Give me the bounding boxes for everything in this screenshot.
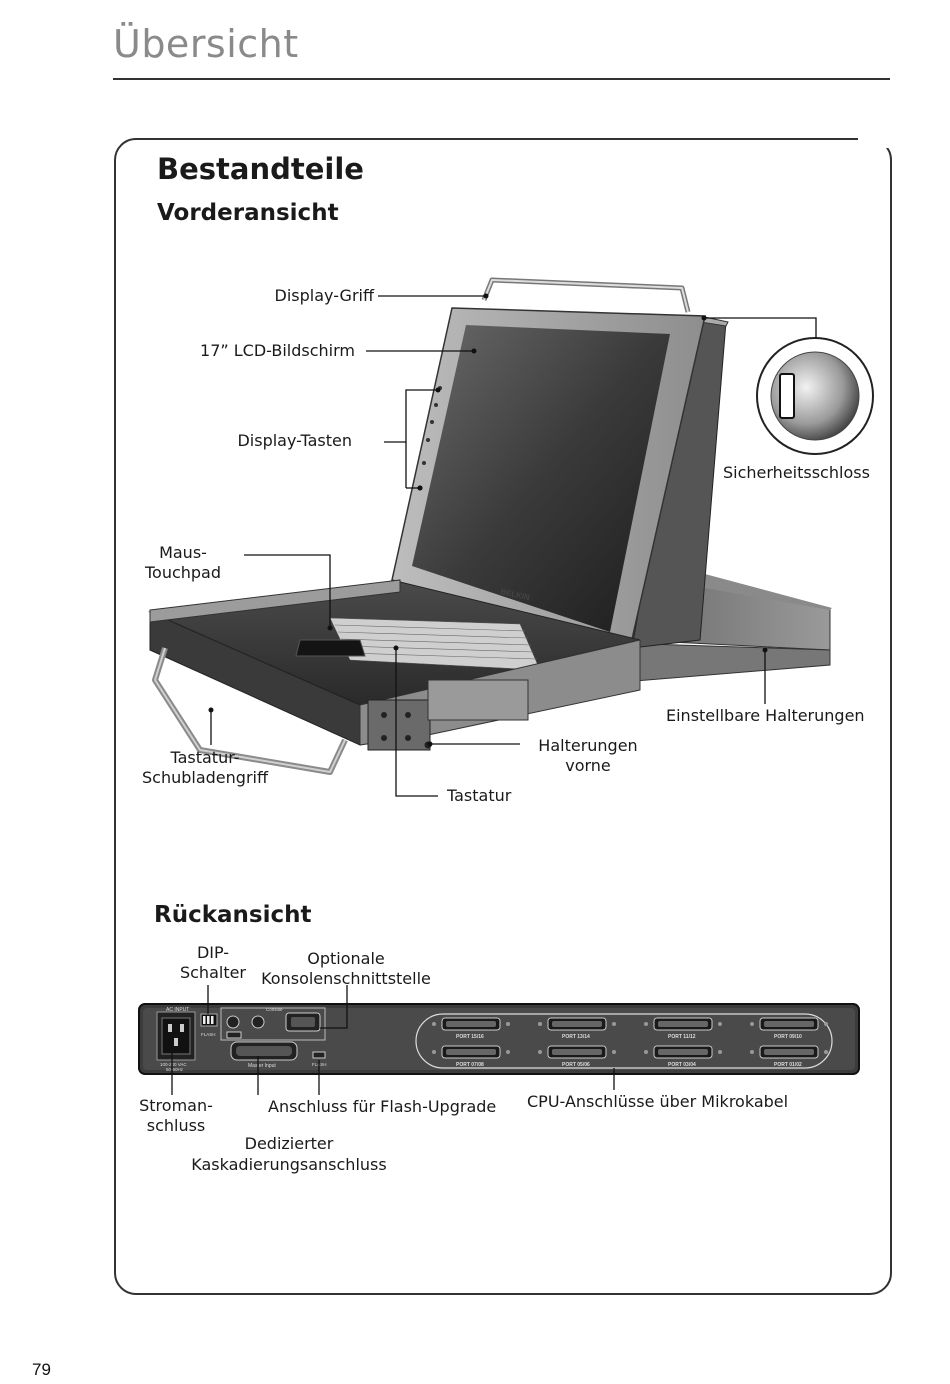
cpu-port-pins — [552, 1021, 602, 1027]
svg-text:Master Input: Master Input — [248, 1063, 276, 1069]
cpu-port-label: PORT 03/04 — [668, 1062, 696, 1068]
cpu-port-pins — [764, 1021, 814, 1027]
cpu-port-screw — [538, 1022, 542, 1026]
cpu-port-label: PORT 01/02 — [774, 1062, 802, 1068]
cpu-port-screw — [644, 1022, 648, 1026]
label-dip-line2: Schalter — [179, 963, 247, 982]
label-console-line1: Optionale — [307, 949, 385, 968]
label-cpu-ports: CPU-Anschlüsse über Mikrokabel — [527, 1092, 789, 1111]
cpu-port-screw — [538, 1050, 542, 1054]
ps2-port-mouse — [251, 1015, 265, 1029]
label-flash-upgrade: Anschluss für Flash-Upgrade — [268, 1097, 497, 1116]
cpu-port-screw — [750, 1022, 754, 1026]
cpu-port-screw — [612, 1022, 616, 1026]
cpu-port-label: PORT 07/08 — [456, 1062, 484, 1068]
cpu-port-screw — [824, 1022, 828, 1026]
ps2-port-keyboard — [226, 1015, 240, 1029]
svg-text:Console: Console — [266, 1007, 283, 1012]
cpu-port-screw — [750, 1050, 754, 1054]
cpu-port-pins — [552, 1049, 602, 1055]
flash-port — [312, 1051, 326, 1059]
label-cascade-line2: Kaskadierungsanschluss — [191, 1155, 387, 1174]
label-touchpad-line2: Touchpad — [144, 563, 222, 582]
label-front-brackets-line2: vorne — [565, 756, 611, 775]
label-power-line2: schluss — [146, 1116, 206, 1135]
cpu-port-screw — [612, 1050, 616, 1054]
front-view-title: Vorderansicht — [157, 200, 339, 226]
cpu-port-pins — [446, 1049, 496, 1055]
label-power-line1: Stroman- — [139, 1096, 213, 1115]
cpu-port-screw — [718, 1022, 722, 1026]
title-divider — [113, 78, 890, 80]
cpu-port-label: PORT 11/12 — [668, 1034, 696, 1040]
label-drawer-handle-line2: Schubladengriff — [142, 768, 268, 787]
lcd-screen — [412, 325, 670, 632]
svg-text:50-60Hz: 50-60Hz — [166, 1067, 184, 1072]
cpu-port-screw — [432, 1022, 436, 1026]
cpu-port-screw — [506, 1022, 510, 1026]
label-security-lock: Sicherheitsschloss — [723, 463, 870, 482]
cpu-port-label: PORT 09/10 — [774, 1034, 802, 1040]
touchpad — [295, 639, 366, 657]
page-title: Übersicht — [113, 22, 299, 66]
rear-panel-illustration: AC INPUT 100-240 VAC 50-60Hz FLASH Conso… — [138, 985, 860, 1095]
cpu-port-pins — [658, 1049, 708, 1055]
cpu-port-group — [415, 1013, 833, 1069]
cpu-port-pins — [764, 1049, 814, 1055]
components-panel — [114, 138, 892, 1295]
label-touchpad-line1: Maus- — [159, 543, 207, 562]
label-console-line2: Konsolenschnittstelle — [261, 969, 431, 988]
cpu-port-pins — [658, 1021, 708, 1027]
label-display-handle: Display-Griff — [274, 286, 375, 305]
section-title: Bestandteile — [157, 152, 364, 186]
panel-border-gap — [858, 132, 898, 148]
cpu-port-screw — [432, 1050, 436, 1054]
cpu-port-screw — [506, 1050, 510, 1054]
cpu-port-pins — [446, 1021, 496, 1027]
cpu-port-screw — [644, 1050, 648, 1054]
cpu-port-screw — [824, 1050, 828, 1054]
cpu-port-label: PORT 15/16 — [456, 1034, 484, 1040]
cpu-port-label: PORT 13/14 — [562, 1034, 590, 1040]
cpu-port-screw — [718, 1050, 722, 1054]
label-lcd-screen: 17” LCD-Bildschirm — [200, 341, 355, 360]
svg-text:AC INPUT: AC INPUT — [166, 1007, 189, 1013]
keyboard-key-grid — [334, 624, 538, 660]
front-view-illustration: BELKIN — [148, 277, 874, 797]
svg-text:100-240 VAC: 100-240 VAC — [160, 1062, 187, 1067]
console-port-group — [220, 1007, 326, 1041]
label-front-brackets-line1: Halterungen — [538, 736, 638, 755]
label-adjustable-brackets: Einstellbare Halterungen — [666, 706, 865, 725]
label-keyboard: Tastatur — [447, 786, 512, 805]
label-cascade-line1: Dedizierter — [244, 1134, 334, 1153]
page-number: 79 — [32, 1360, 51, 1379]
label-drawer-handle-line1: Tastatur- — [170, 748, 240, 767]
cpu-port-label: PORT 05/06 — [562, 1062, 590, 1068]
label-dip-line1: DIP- — [196, 943, 230, 962]
label-display-buttons: Display-Tasten — [237, 431, 352, 450]
rear-view-title: Rückansicht — [154, 902, 312, 928]
svg-text:FLASH: FLASH — [201, 1032, 216, 1037]
